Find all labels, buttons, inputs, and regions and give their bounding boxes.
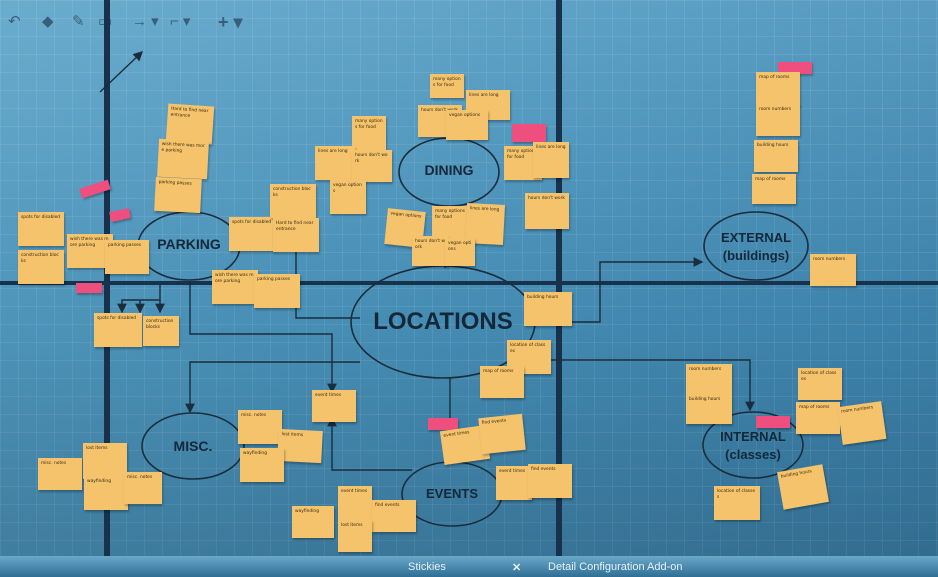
sticky-note[interactable]: many options for food <box>352 116 386 150</box>
sticky-note[interactable]: parking passes <box>154 176 202 214</box>
sticky-note[interactable]: spots for disabled <box>94 313 142 347</box>
sticky-note[interactable]: hours don't work <box>352 150 392 182</box>
sticky-note[interactable]: Hard to find near entrance <box>165 103 215 145</box>
sticky-flag[interactable] <box>76 283 102 293</box>
sticky-note[interactable]: vegan options <box>445 238 475 266</box>
sticky-note[interactable]: room numbers <box>810 254 856 286</box>
plus-icon[interactable]: + ▾ <box>218 12 243 32</box>
sticky-note[interactable]: event times <box>338 486 372 520</box>
sticky-note[interactable]: building hours <box>686 394 732 424</box>
sticky-note[interactable]: room numbers <box>756 104 800 136</box>
sticky-note[interactable]: location of classes <box>798 368 842 400</box>
sticky-note[interactable]: location of classes <box>714 486 760 520</box>
topic-external-sub: (buildings) <box>722 248 790 263</box>
sticky-note[interactable]: construction blocks <box>143 316 179 346</box>
sticky-note[interactable]: map of rooms <box>752 174 796 204</box>
sticky-note[interactable]: lines are long <box>315 146 355 180</box>
topic-events[interactable]: EVENTS <box>425 486 478 501</box>
sticky-note[interactable]: Hard to find near entrance <box>273 218 319 252</box>
sticky-note[interactable]: event times <box>312 390 356 422</box>
frame-divider-left <box>104 0 110 577</box>
paint-icon[interactable]: ◆ <box>42 13 54 30</box>
elbow-connector-icon[interactable]: ⌐ ▾ <box>170 13 191 30</box>
sticky-note[interactable]: hours don't work <box>525 193 569 229</box>
sticky-note[interactable]: event times <box>496 466 532 500</box>
sticky-note[interactable]: room numbers <box>686 364 732 394</box>
frame-divider-middle <box>556 0 562 577</box>
sticky-note[interactable]: parking passes <box>254 274 300 308</box>
sticky-note[interactable]: vegan options <box>330 180 366 214</box>
sticky-note[interactable]: misc. notes <box>38 458 82 490</box>
sticky-note[interactable]: lost items <box>338 520 372 552</box>
topic-locations[interactable]: LOCATIONS <box>373 308 513 335</box>
sticky-note[interactable]: building hours <box>754 140 798 172</box>
bottom-bar-item-two[interactable]: Detail Configuration Add-on <box>548 561 683 573</box>
sticky-note[interactable]: hours don't work <box>412 236 448 266</box>
sticky-note[interactable]: many options for food <box>432 206 470 240</box>
sticky-note[interactable]: map of rooms <box>796 402 840 434</box>
topic-parking[interactable]: PARKING <box>157 236 221 252</box>
sticky-note[interactable]: parking passes <box>105 240 149 274</box>
sticky-note[interactable]: map of rooms <box>480 366 524 398</box>
undo-icon[interactable]: ↶ <box>8 13 21 30</box>
sticky-note[interactable]: spots for disabled <box>229 217 275 251</box>
sticky-note[interactable]: wayfinding <box>84 476 128 510</box>
topic-internal[interactable]: INTERNAL <box>720 429 786 444</box>
topic-internal-sub: (classes) <box>725 447 781 462</box>
sticky-note[interactable]: vegan options <box>446 110 488 140</box>
frame-divider-horizontal <box>0 281 938 285</box>
sticky-flag[interactable] <box>428 418 458 430</box>
topic-dining[interactable]: DINING <box>424 162 474 178</box>
sticky-note[interactable]: misc. notes <box>238 410 282 444</box>
sticky-note[interactable]: many options for food <box>430 74 464 98</box>
sticky-flag[interactable] <box>778 62 812 74</box>
close-icon[interactable]: ✕ <box>512 562 522 574</box>
sticky-note[interactable]: lost items <box>277 428 323 464</box>
sticky-note[interactable]: spots for disabled <box>18 212 64 246</box>
bottom-bar: Stickies ✕ Detail Configuration Add-on <box>0 556 938 577</box>
sticky-flag[interactable] <box>512 124 546 142</box>
sticky-note[interactable]: map of rooms <box>756 72 800 106</box>
sticky-note[interactable]: wish there was more parking <box>157 138 209 180</box>
arrow-right-icon[interactable]: → ▾ <box>132 13 159 30</box>
sticky-note[interactable]: room numbers <box>837 401 887 445</box>
bottom-bar-item-one[interactable]: Stickies <box>408 561 446 573</box>
sticky-note[interactable]: find events <box>478 413 526 455</box>
sticky-note[interactable]: construction blocks <box>270 184 316 218</box>
sticky-note[interactable]: misc. notes <box>124 472 162 504</box>
sticky-note[interactable]: lost items <box>83 443 127 479</box>
topic-misc[interactable]: MISC. <box>173 438 213 454</box>
sticky-note[interactable]: building hours <box>524 292 572 326</box>
sticky-note[interactable]: find events <box>528 464 572 498</box>
pen-icon[interactable]: ✎ <box>72 13 85 30</box>
sticky-flag[interactable] <box>756 416 790 428</box>
sticky-note[interactable]: construction blocks <box>18 250 64 284</box>
sticky-note[interactable]: wayfinding <box>292 506 334 538</box>
topic-external[interactable]: EXTERNAL <box>720 230 792 245</box>
sticky-note[interactable]: wayfinding <box>240 448 284 482</box>
sticky-note[interactable]: wish there was more parking <box>212 270 258 304</box>
sticky-note[interactable]: find events <box>372 500 416 532</box>
sticky-note[interactable]: lines are long <box>533 142 569 178</box>
sticky-note[interactable]: building hours <box>777 464 829 510</box>
